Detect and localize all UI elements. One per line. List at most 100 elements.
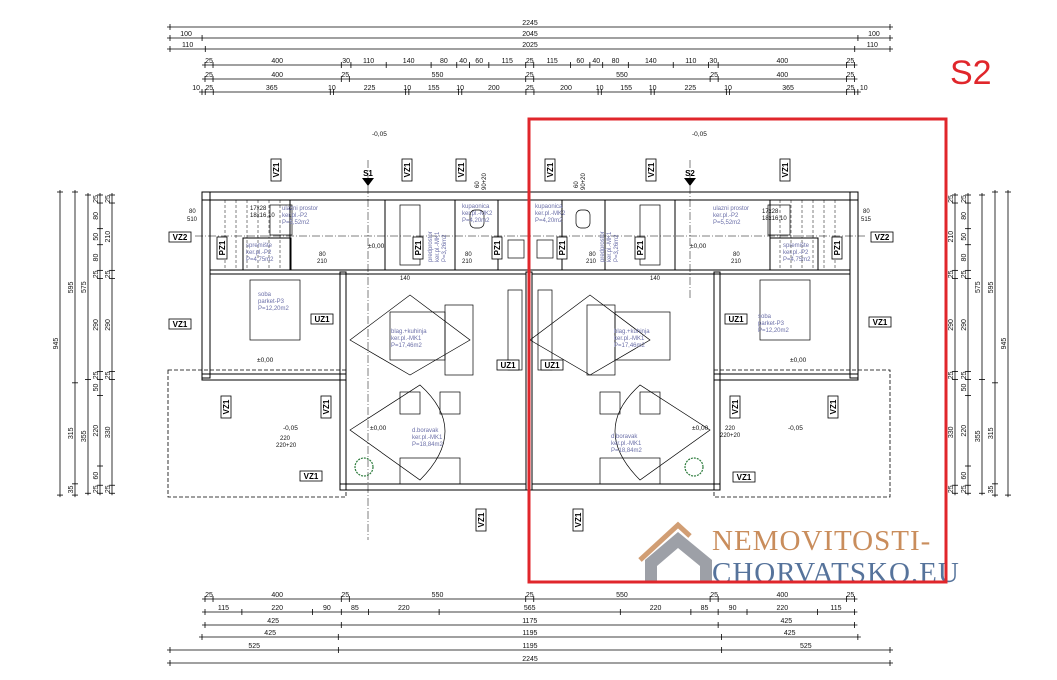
dimension-label: 290 bbox=[948, 319, 955, 331]
dimension-label: 80 bbox=[440, 58, 448, 65]
dimension-label: 10 bbox=[860, 85, 868, 92]
stair-label: 18x16,10 bbox=[250, 213, 275, 219]
room-floor: ker.pl.-MK1 bbox=[607, 231, 613, 262]
door-size: 510 bbox=[187, 217, 198, 223]
dimension-label: 945 bbox=[1001, 338, 1008, 350]
dimension-label: 25 bbox=[948, 195, 955, 203]
room-name: spremište bbox=[246, 243, 273, 249]
dimension-label: 50 bbox=[93, 383, 100, 391]
tag-vz1: VZ1 bbox=[299, 470, 323, 482]
dimension-label: 10 bbox=[328, 85, 336, 92]
stair-label: 18x16,10 bbox=[762, 216, 787, 222]
dimension-label: 25 bbox=[93, 270, 100, 278]
window-size: 220 bbox=[725, 426, 736, 432]
tag-vz1: VZ1 bbox=[320, 395, 332, 419]
room-area: P=18,84m2 bbox=[412, 442, 444, 448]
dimension-label: 945 bbox=[53, 338, 60, 350]
dimension-label: 330 bbox=[105, 426, 112, 438]
tag-label: VZ1 bbox=[737, 473, 752, 482]
window-size: 90+20 bbox=[581, 172, 587, 190]
dimension-label: 400 bbox=[271, 592, 283, 599]
dimension-label: 220 bbox=[776, 605, 788, 612]
room-area: P=12,20m2 bbox=[258, 306, 290, 312]
room-floor: ker.pl.-MK1 bbox=[614, 336, 645, 342]
dimension-label: 25 bbox=[847, 72, 855, 79]
tag-uz1: UZ1 bbox=[540, 359, 564, 371]
tag-label: PZ1 bbox=[833, 240, 842, 255]
wall-size: 140 bbox=[400, 276, 411, 282]
dimension-label: 10 bbox=[403, 85, 411, 92]
dimension-label: 400 bbox=[776, 72, 788, 79]
tag-label: VZ1 bbox=[477, 512, 486, 527]
dimension-label: 315 bbox=[988, 427, 995, 439]
dimension-label: 25 bbox=[93, 485, 100, 493]
dimension-label: 25 bbox=[961, 485, 968, 493]
dimension-label: 35 bbox=[68, 485, 75, 493]
level-label: ±0,00 bbox=[790, 357, 807, 364]
tag-vz1: VZ1 bbox=[401, 158, 413, 182]
dimension-label: 550 bbox=[432, 592, 444, 599]
tag-label: VZ1 bbox=[322, 399, 331, 414]
tag-label: UZ1 bbox=[500, 361, 516, 370]
dimension-label: 425 bbox=[780, 618, 792, 625]
dimension-label: 10 bbox=[456, 85, 464, 92]
room-floor: parket-P3 bbox=[758, 321, 785, 327]
dimension-label: 365 bbox=[266, 85, 278, 92]
level-label: -0,05 bbox=[788, 425, 803, 432]
tag-label: VZ1 bbox=[781, 162, 790, 177]
dimension-label: 40 bbox=[459, 58, 467, 65]
tag-vz1: VZ1 bbox=[729, 395, 741, 419]
room-floor: parket-P3 bbox=[258, 299, 285, 305]
tag-pz1: PZ1 bbox=[412, 236, 424, 260]
tag-label: VZ1 bbox=[647, 162, 656, 177]
section-marker-s2: S2 bbox=[684, 169, 696, 186]
stair-label: 17x28 bbox=[250, 206, 267, 212]
room-area: P=18,84m2 bbox=[611, 448, 643, 454]
dimension-label: 1175 bbox=[522, 618, 537, 625]
room-name: spremište bbox=[783, 243, 810, 249]
room-name: soba bbox=[758, 314, 772, 320]
dimension-label: 25 bbox=[526, 58, 534, 65]
tag-vz2: VZ2 bbox=[870, 231, 894, 243]
tag-pz1: PZ1 bbox=[556, 236, 568, 260]
tag-label: VZ1 bbox=[457, 162, 466, 177]
dimension-label: 200 bbox=[560, 85, 572, 92]
room-floor: ker.pl.-P2 bbox=[713, 213, 739, 219]
dimension-label: 25 bbox=[948, 371, 955, 379]
dimension-label: 25 bbox=[961, 195, 968, 203]
dimension-label: 110 bbox=[867, 42, 878, 49]
tag-vz1: VZ1 bbox=[732, 471, 756, 483]
dimension-label: 200 bbox=[488, 85, 500, 92]
dimension-label: 110 bbox=[685, 58, 696, 65]
dimension-label: 25 bbox=[948, 485, 955, 493]
room-area: P=12,20m2 bbox=[758, 328, 790, 334]
level-label: -0,05 bbox=[372, 131, 387, 138]
door-size: 210 bbox=[317, 259, 328, 265]
door-size: 210 bbox=[731, 259, 742, 265]
window-size: 220+20 bbox=[720, 433, 741, 439]
dimension-label: 115 bbox=[218, 605, 229, 612]
door-size: 210 bbox=[586, 259, 597, 265]
dimension-label: 25 bbox=[847, 592, 855, 599]
room-area: P=5,52m2 bbox=[282, 220, 310, 226]
door-size: 80 bbox=[319, 252, 326, 258]
room-area: P=17,46m2 bbox=[391, 343, 423, 349]
room-area: P=3,26m2 bbox=[614, 234, 620, 262]
dimension-label: 30 bbox=[342, 58, 350, 65]
dimension-label: 315 bbox=[68, 427, 75, 439]
room-area: P=4,75m2 bbox=[246, 257, 274, 263]
dimension-label: 225 bbox=[684, 85, 696, 92]
tag-label: PZ1 bbox=[558, 240, 567, 255]
window-size: 220+20 bbox=[276, 443, 297, 449]
tag-label: VZ1 bbox=[222, 399, 231, 414]
dimension-label: 30 bbox=[709, 58, 717, 65]
dimension-label: 50 bbox=[93, 233, 100, 241]
tag-vz1: VZ1 bbox=[572, 508, 584, 532]
dimension-label: 155 bbox=[620, 85, 632, 92]
level-label: ±0,00 bbox=[690, 243, 707, 250]
